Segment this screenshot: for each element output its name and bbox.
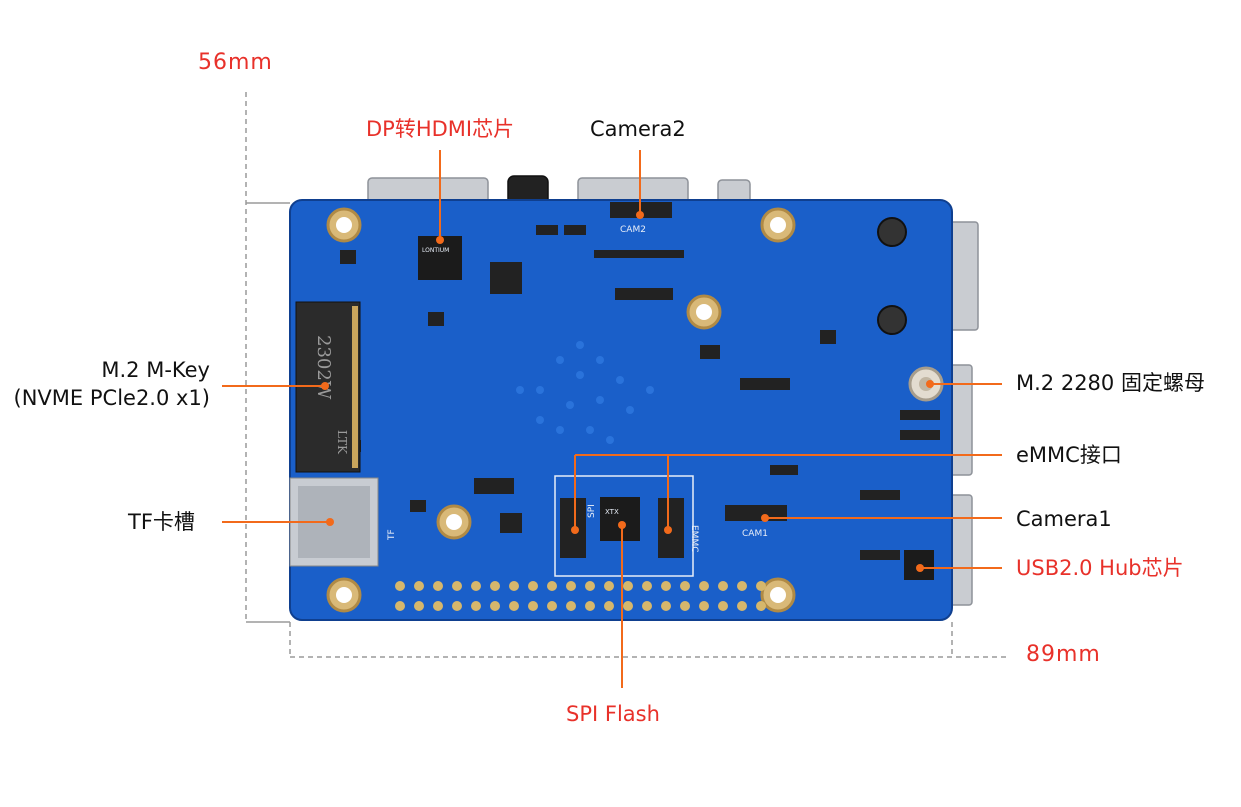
- silk-ssd-brand: LTK: [335, 430, 349, 455]
- gpio-pad: [452, 581, 462, 591]
- silk-cam2: CAM2: [620, 225, 646, 235]
- spi-flash-chip-body: [600, 497, 640, 541]
- gpio-pad: [433, 601, 443, 611]
- dimension-lines: [245, 92, 1010, 658]
- gpio-pad: [566, 581, 576, 591]
- gpio-pad: [547, 581, 557, 591]
- height-dimension-label: 56mm: [198, 50, 273, 75]
- gpio-pad: [585, 601, 595, 611]
- gpio-pad: [528, 581, 538, 591]
- gpio-pad: [452, 601, 462, 611]
- gpio-pad: [756, 601, 766, 611]
- gpio-pad: [699, 581, 709, 591]
- silk-tf: TF: [387, 529, 397, 541]
- gpio-pad: [395, 581, 405, 591]
- callout-spi-flash: SPI Flash: [566, 702, 660, 726]
- gpio-pad: [471, 581, 481, 591]
- gpio-pad: [547, 601, 557, 611]
- silk-spi: SPI: [587, 504, 597, 518]
- gpio-pad: [471, 601, 481, 611]
- silk-lontium: LONTIUM: [422, 247, 449, 254]
- gpio-pad: [414, 581, 424, 591]
- silk-cam1: CAM1: [742, 529, 768, 539]
- gpio-pad: [680, 601, 690, 611]
- gpio-header: [395, 581, 766, 611]
- callout-camera2: Camera2: [590, 117, 686, 141]
- gpio-pad: [718, 581, 728, 591]
- callout-camera1: Camera1: [1016, 507, 1112, 531]
- callout-m2-mkey-line1: M.2 M-Key: [101, 358, 210, 382]
- leader-lines: [222, 150, 1002, 688]
- gpio-pad: [433, 581, 443, 591]
- silk-ssd-code: 2302W: [313, 335, 334, 400]
- gpio-pad: [509, 601, 519, 611]
- gpio-pad: [718, 601, 728, 611]
- gpio-pad: [585, 581, 595, 591]
- gpio-pad: [661, 601, 671, 611]
- gpio-pad: [414, 601, 424, 611]
- callout-tf-slot: TF卡槽: [128, 510, 195, 534]
- leader-dots: [321, 211, 934, 572]
- width-dimension-label: 89mm: [1026, 642, 1101, 667]
- gpio-pad: [509, 581, 519, 591]
- gpio-pad: [680, 581, 690, 591]
- callout-m2-mkey-line2: (NVME PCle2.0 x1): [13, 386, 210, 410]
- callout-usb-hub: USB2.0 Hub芯片: [1016, 556, 1184, 580]
- gpio-pad: [737, 581, 747, 591]
- callout-m2-mkey: M.2 M-Key (NVME PCle2.0 x1): [6, 358, 210, 410]
- gpio-pad: [642, 581, 652, 591]
- gpio-pad: [699, 601, 709, 611]
- gpio-pad: [623, 601, 633, 611]
- silk-emmc: EMMC: [689, 525, 699, 553]
- gpio-pad: [490, 581, 500, 591]
- callout-emmc: eMMC接口: [1016, 443, 1122, 467]
- gpio-pad: [623, 581, 633, 591]
- gpio-pad: [604, 601, 614, 611]
- gpio-pad: [566, 601, 576, 611]
- gpio-pad: [642, 601, 652, 611]
- gpio-pad: [737, 601, 747, 611]
- gpio-pad: [395, 601, 405, 611]
- silk-xtx: XTX: [605, 508, 619, 516]
- gpio-pad: [604, 581, 614, 591]
- callout-dp-hdmi-chip: DP转HDMI芯片: [366, 117, 515, 141]
- gpio-pad: [490, 601, 500, 611]
- gpio-pad: [528, 601, 538, 611]
- gpio-pad: [661, 581, 671, 591]
- pcb-texture: [516, 341, 654, 444]
- push-buttons: [877, 217, 907, 335]
- callout-m2-nut: M.2 2280 固定螺母: [1016, 371, 1205, 395]
- gpio-pad: [756, 581, 766, 591]
